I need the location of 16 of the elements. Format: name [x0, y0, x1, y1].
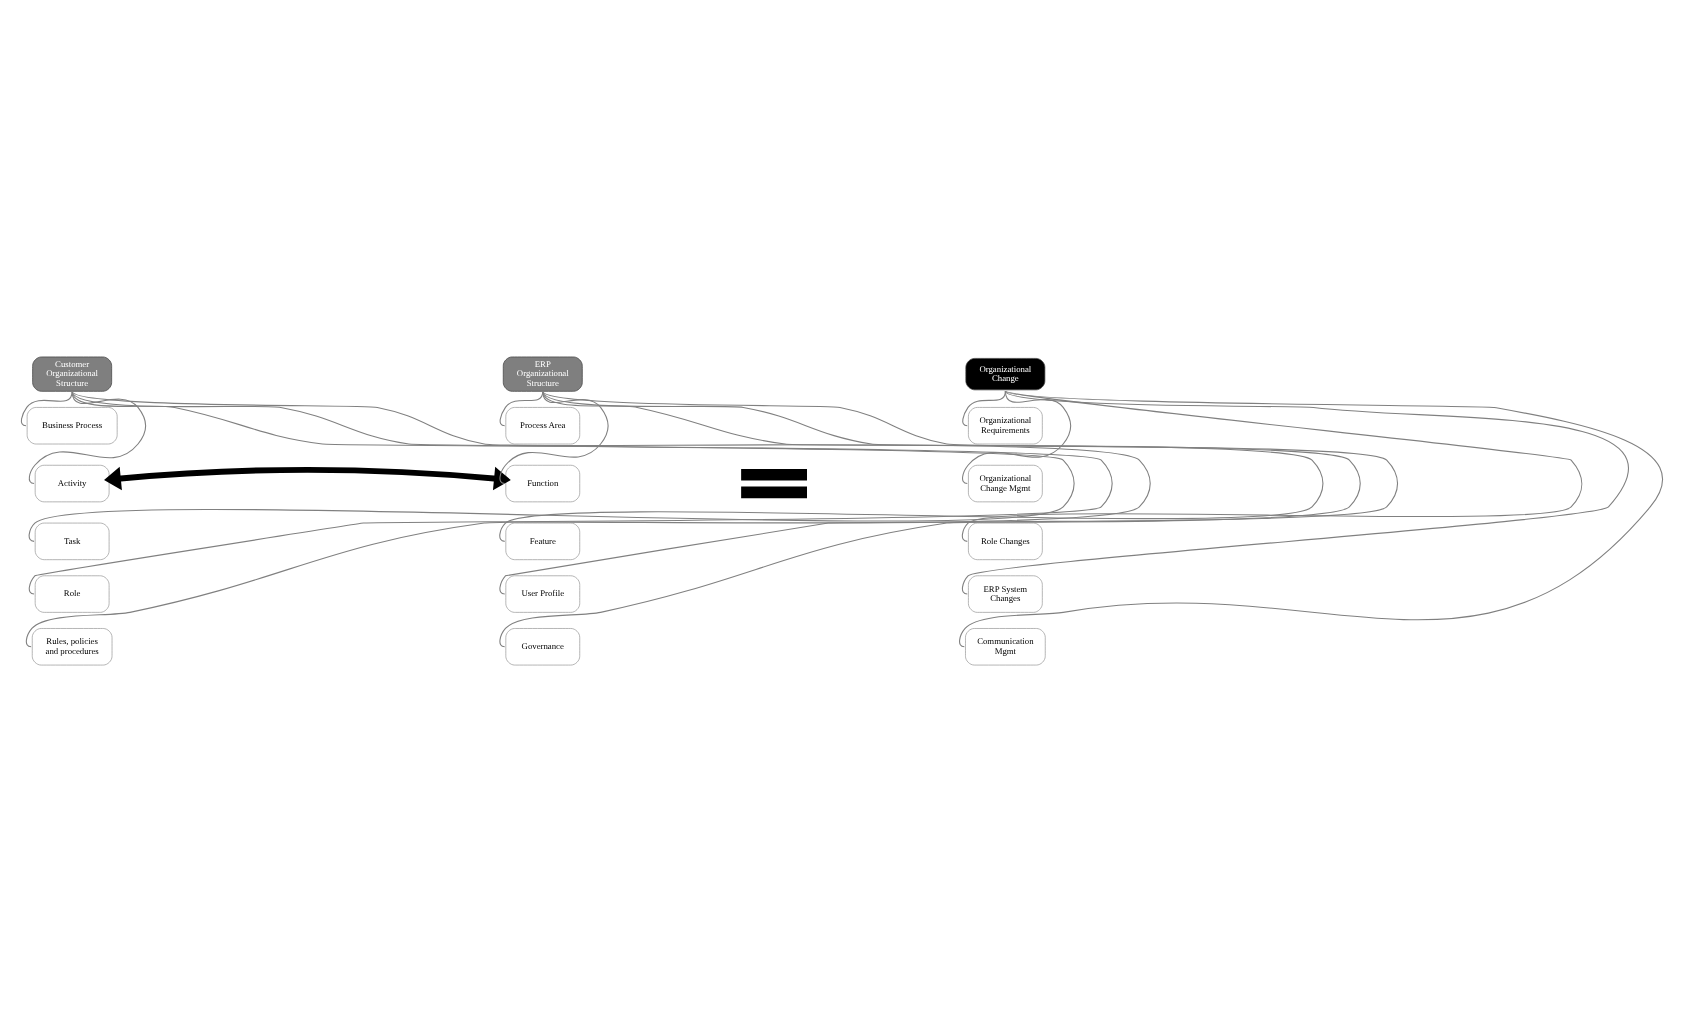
connector	[20, 390, 73, 427]
connector	[28, 390, 1075, 542]
connector	[28, 390, 147, 485]
connector	[961, 390, 1629, 595]
connector	[499, 390, 1361, 595]
connector	[961, 390, 1583, 542]
connector	[25, 390, 1151, 648]
connector	[962, 390, 1072, 485]
connector	[28, 390, 1113, 595]
connector	[499, 390, 609, 485]
connector	[959, 390, 1664, 648]
connector	[962, 390, 1006, 427]
connector	[499, 390, 1399, 648]
connector	[499, 390, 544, 427]
connector	[499, 390, 1324, 542]
arrow	[104, 466, 511, 491]
